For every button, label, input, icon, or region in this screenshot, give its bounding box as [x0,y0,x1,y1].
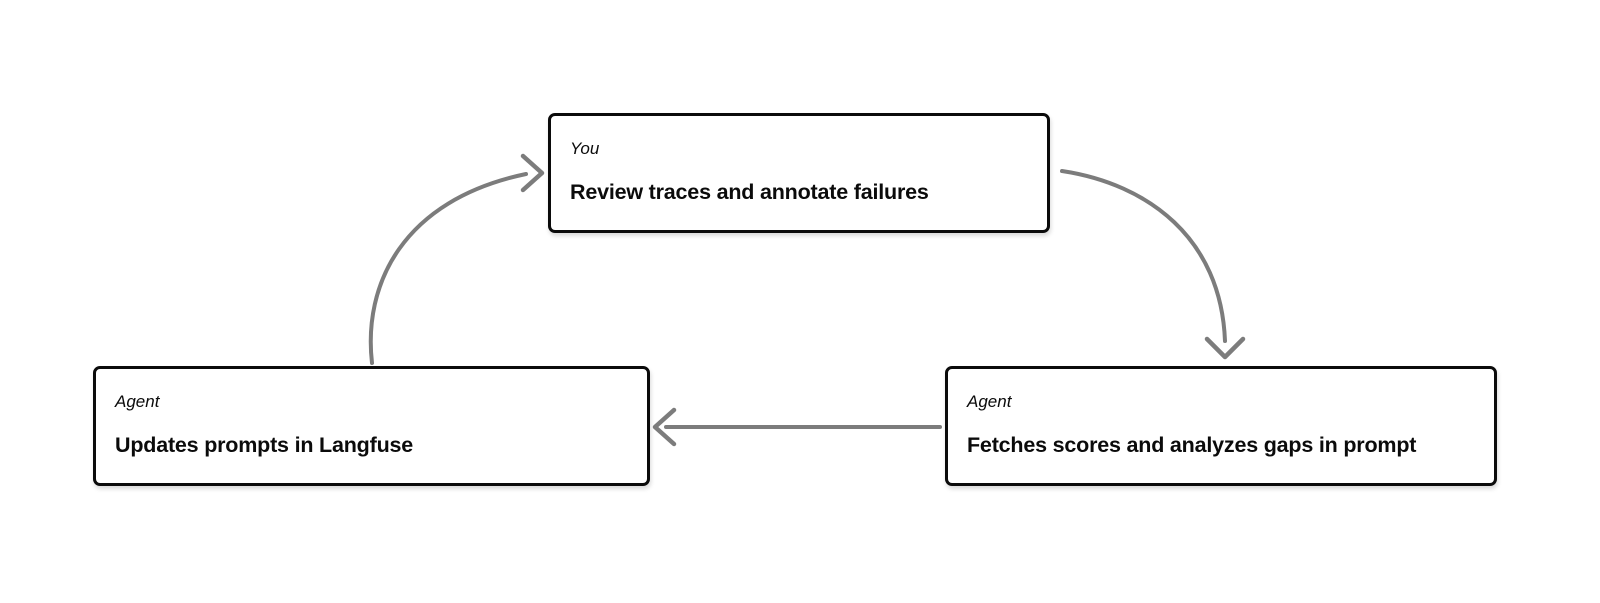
node-updates-prompts: Agent Updates prompts in Langfuse [93,366,650,486]
node-title: Fetches scores and analyzes gaps in prom… [967,433,1417,458]
arrow-update-to-review [368,153,545,365]
arrowhead-right-icon [520,153,545,193]
node-title: Updates prompts in Langfuse [115,433,414,458]
arrow-fetch-to-update [652,407,942,447]
node-fetches-scores: Agent Fetches scores and analyzes gaps i… [945,366,1497,486]
node-role-label: Agent [115,392,160,411]
arrow-review-to-fetch [1060,169,1246,360]
node-role-label: You [570,139,600,158]
arrowhead-down-icon [1204,336,1246,360]
node-review-traces: You Review traces and annotate failures [548,113,1050,233]
arrowhead-left-icon [652,407,677,447]
node-title: Review traces and annotate failures [570,180,929,205]
node-role-label: Agent [967,392,1012,411]
